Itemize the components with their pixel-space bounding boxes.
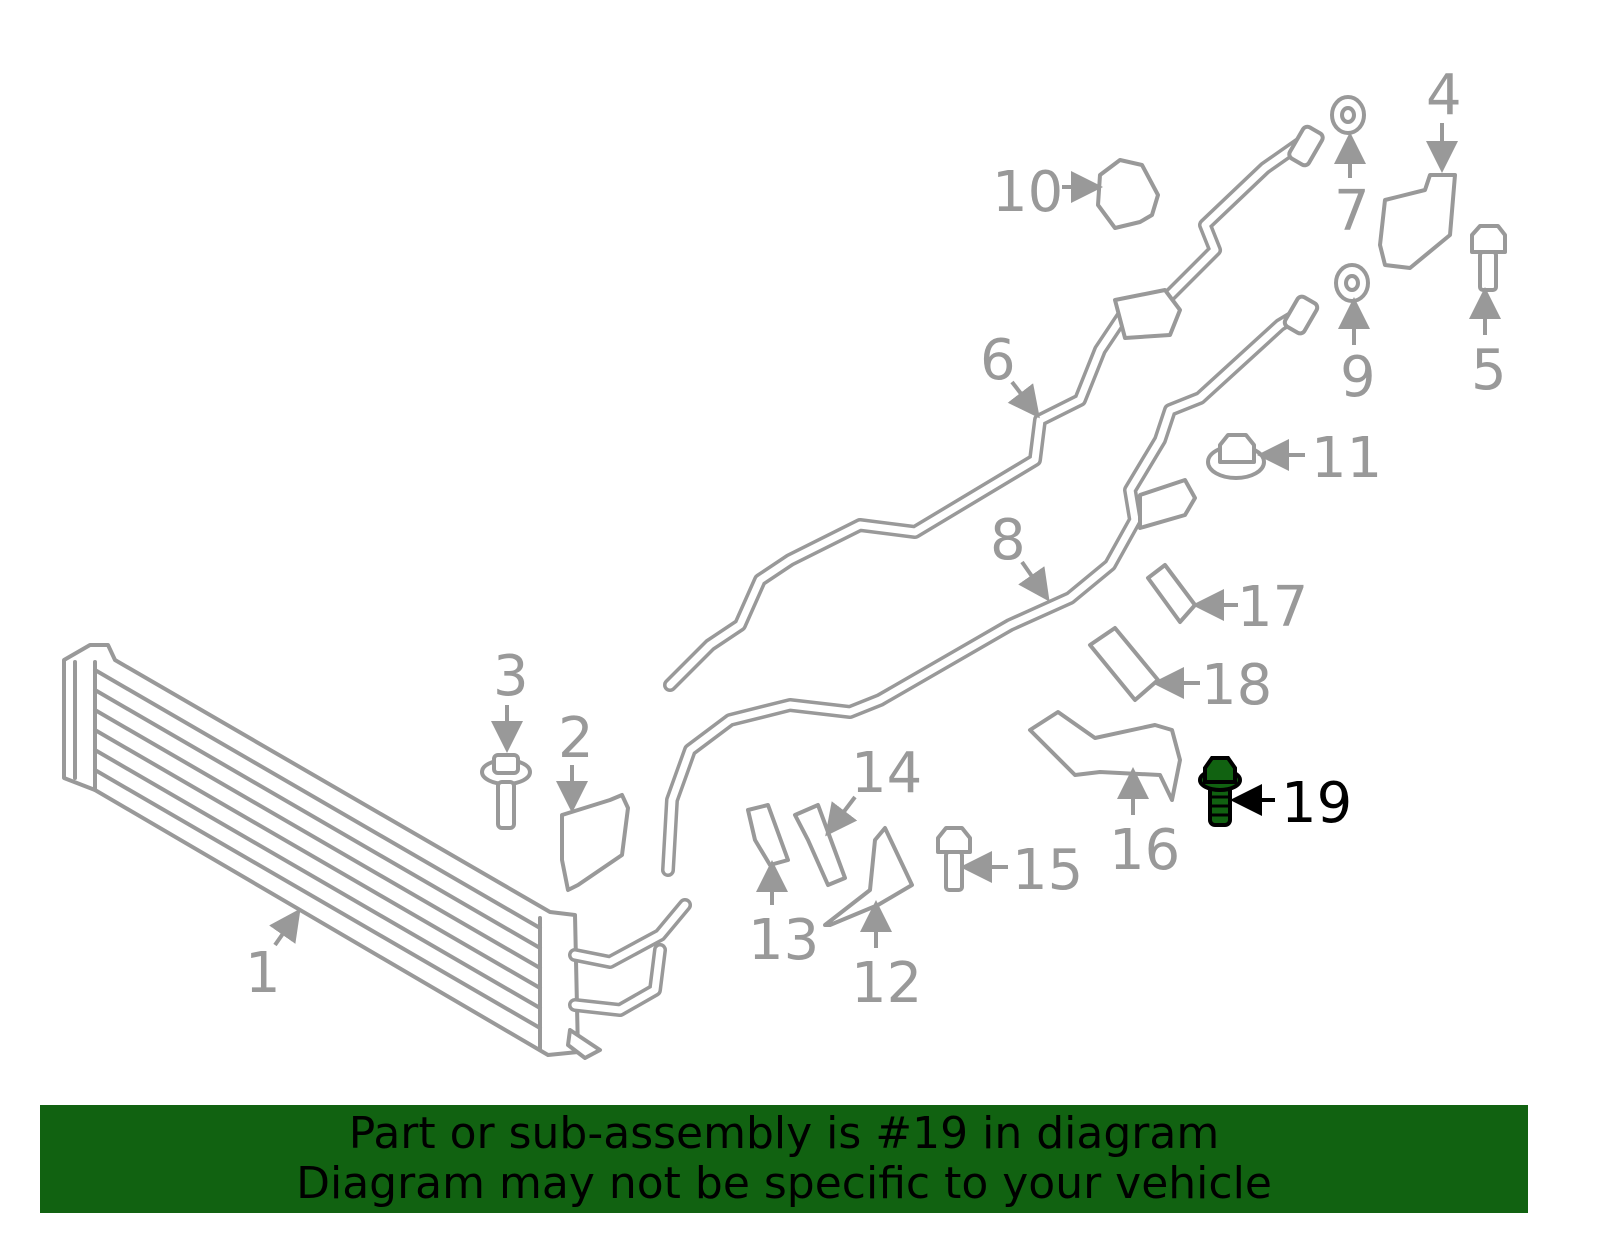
callout-18: 18 bbox=[1201, 653, 1272, 718]
part-10-flange[interactable] bbox=[1096, 158, 1160, 230]
callout-5: 5 bbox=[1471, 338, 1507, 403]
callout-labels: 1 2 3 4 5 6 7 8 9 10 11 12 13 14 15 16 1… bbox=[245, 63, 1507, 1016]
part-14-clip[interactable] bbox=[793, 803, 847, 887]
callout-10: 10 bbox=[992, 160, 1063, 225]
info-banner: Part or sub-assembly is #19 in diagram D… bbox=[40, 1105, 1528, 1213]
part-12-bracket[interactable] bbox=[823, 826, 914, 927]
callout-17: 17 bbox=[1237, 575, 1308, 640]
part-16-bracket[interactable] bbox=[1028, 710, 1182, 802]
callout-6: 6 bbox=[980, 328, 1016, 393]
callout-13: 13 bbox=[748, 908, 819, 973]
part-8-cooler-line[interactable] bbox=[661, 294, 1320, 877]
part-2-bracket[interactable] bbox=[560, 793, 630, 892]
part-19-bolt[interactable] bbox=[1198, 756, 1242, 827]
part-7-washer[interactable] bbox=[1330, 95, 1366, 135]
callout-arrows bbox=[269, 123, 1501, 948]
callout-14: 14 bbox=[851, 741, 922, 806]
callout-16: 16 bbox=[1109, 818, 1180, 883]
part-15-bolt[interactable] bbox=[936, 826, 972, 892]
callout-2: 2 bbox=[558, 706, 594, 771]
part-4-housing[interactable] bbox=[1378, 173, 1457, 270]
part-3-stud[interactable] bbox=[480, 753, 532, 830]
callout-7: 7 bbox=[1334, 179, 1370, 244]
part-17-clip[interactable] bbox=[1146, 563, 1197, 624]
callout-19: 19 bbox=[1281, 771, 1352, 836]
banner-line-1: Part or sub-assembly is #19 in diagram bbox=[348, 1108, 1220, 1159]
part-18-clip[interactable] bbox=[1088, 626, 1160, 702]
part-6-cooler-line[interactable] bbox=[663, 124, 1325, 692]
part-1-cooler[interactable] bbox=[62, 643, 692, 1060]
callout-12: 12 bbox=[851, 951, 922, 1016]
part-9-washer[interactable] bbox=[1334, 263, 1370, 303]
banner-line-2: Diagram may not be specific to your vehi… bbox=[296, 1158, 1272, 1209]
callout-9: 9 bbox=[1340, 345, 1376, 410]
callout-8: 8 bbox=[990, 508, 1026, 573]
callout-3: 3 bbox=[493, 644, 529, 709]
callout-11: 11 bbox=[1311, 426, 1382, 491]
callout-1: 1 bbox=[245, 941, 281, 1006]
part-11-nut[interactable] bbox=[1206, 433, 1266, 480]
callout-15: 15 bbox=[1012, 838, 1083, 903]
callout-4: 4 bbox=[1426, 63, 1462, 128]
part-13-clip[interactable] bbox=[746, 803, 790, 867]
part-5-bolt[interactable] bbox=[1470, 224, 1507, 292]
